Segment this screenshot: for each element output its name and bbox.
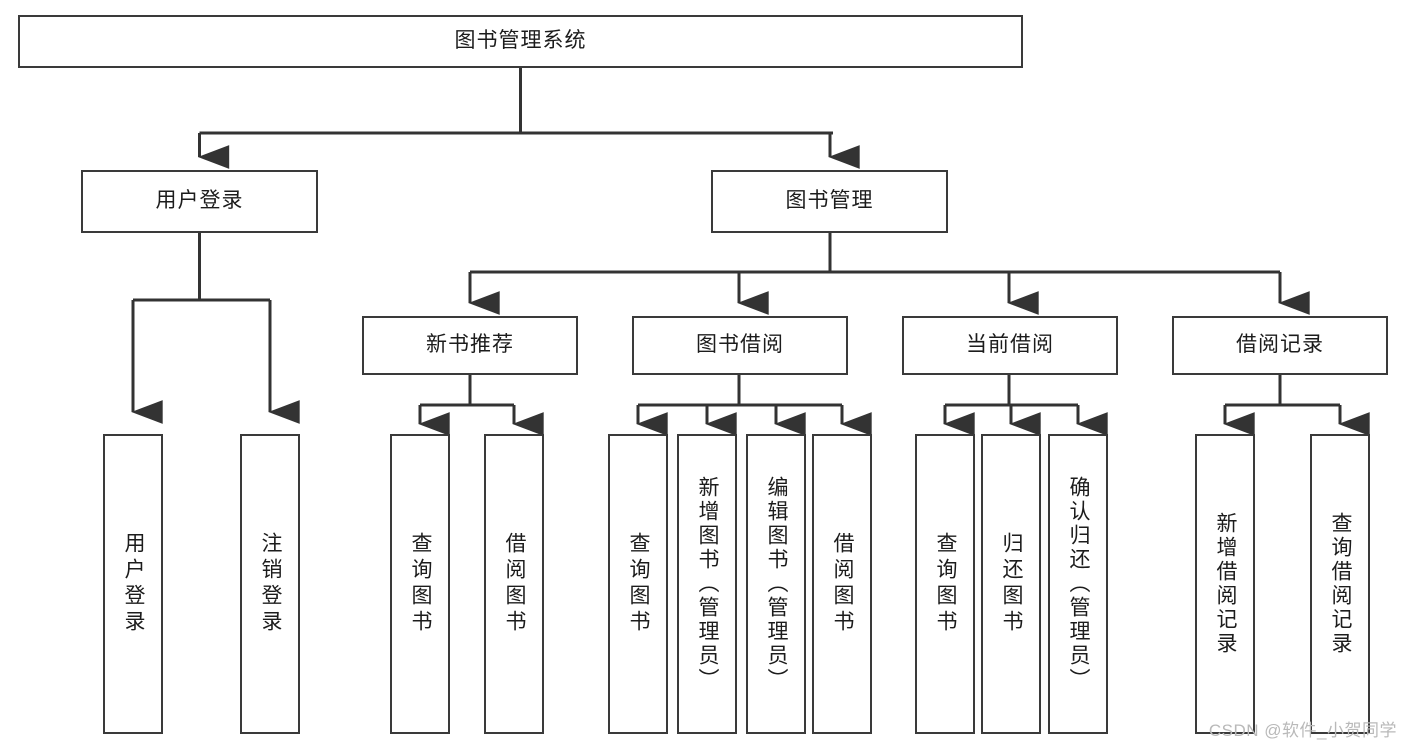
- leaf-borrow-book-2[interactable]: 借阅图书: [812, 434, 872, 734]
- leaf-query-book-3[interactable]: 查询图书: [915, 434, 975, 734]
- node-new-book-recommend[interactable]: 新书推荐: [362, 316, 578, 375]
- leaf-query-book-1[interactable]: 查询图书: [390, 434, 450, 734]
- node-current-borrow-label: 当前借阅: [966, 333, 1054, 357]
- leaf-borrow-book-1[interactable]: 借阅图书: [484, 434, 544, 734]
- leaf-query-record-label: 查询借阅记录: [1329, 512, 1353, 656]
- leaf-query-book-2-label: 查询图书: [627, 532, 651, 636]
- node-root-label: 图书管理系统: [454, 29, 587, 53]
- leaf-user-logout-label: 注销登录: [259, 532, 283, 636]
- node-borrow-record-label: 借阅记录: [1236, 333, 1324, 357]
- leaf-confirm-return[interactable]: 确认归还（管理员）: [1048, 434, 1108, 734]
- node-current-borrow[interactable]: 当前借阅: [902, 316, 1118, 375]
- leaf-query-book-1-label: 查询图书: [409, 532, 433, 636]
- leaf-user-login-label: 用户登录: [122, 532, 146, 636]
- leaf-confirm-return-label: 确认归还（管理员）: [1067, 476, 1091, 692]
- leaf-add-record[interactable]: 新增借阅记录: [1195, 434, 1255, 734]
- leaf-borrow-book-1-label: 借阅图书: [503, 532, 527, 636]
- leaf-query-book-3-label: 查询图书: [934, 532, 958, 636]
- node-book-borrow[interactable]: 图书借阅: [632, 316, 848, 375]
- node-user-login-label: 用户登录: [155, 189, 244, 213]
- node-borrow-record[interactable]: 借阅记录: [1172, 316, 1388, 375]
- node-book-borrow-label: 图书借阅: [696, 333, 784, 357]
- leaf-add-book[interactable]: 新增图书（管理员）: [677, 434, 737, 734]
- leaf-edit-book[interactable]: 编辑图书（管理员）: [746, 434, 806, 734]
- leaf-return-book[interactable]: 归还图书: [981, 434, 1041, 734]
- leaf-edit-book-label: 编辑图书（管理员）: [765, 476, 789, 692]
- node-new-book-recommend-label: 新书推荐: [426, 333, 514, 357]
- node-book-manage-label: 图书管理: [785, 189, 874, 213]
- node-user-login[interactable]: 用户登录: [81, 170, 318, 233]
- leaf-query-record[interactable]: 查询借阅记录: [1310, 434, 1370, 734]
- node-book-manage[interactable]: 图书管理: [711, 170, 948, 233]
- leaf-add-book-label: 新增图书（管理员）: [696, 476, 720, 692]
- watermark: CSDN @软件_小贺同学: [1208, 721, 1397, 740]
- leaf-user-logout[interactable]: 注销登录: [240, 434, 300, 734]
- leaf-add-record-label: 新增借阅记录: [1214, 512, 1238, 656]
- leaf-query-book-2[interactable]: 查询图书: [608, 434, 668, 734]
- leaf-borrow-book-2-label: 借阅图书: [831, 532, 855, 636]
- leaf-user-login[interactable]: 用户登录: [103, 434, 163, 734]
- leaf-return-book-label: 归还图书: [1000, 532, 1024, 636]
- node-root[interactable]: 图书管理系统: [18, 15, 1023, 68]
